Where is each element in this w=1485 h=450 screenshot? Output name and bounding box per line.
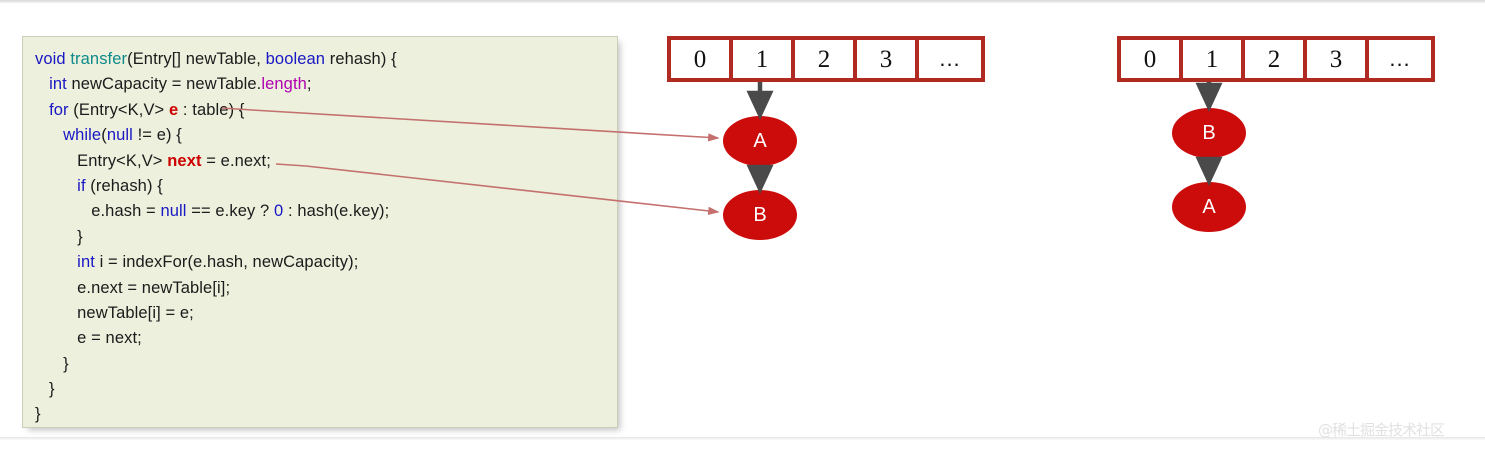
code-line: for (Entry<K,V> e : table) { <box>35 98 617 123</box>
code-token: (rehash) { <box>85 176 163 195</box>
array-cell-3: 3 <box>1307 40 1369 78</box>
code-line: } <box>35 352 617 377</box>
code-token: ( <box>101 126 107 145</box>
array-cell-1: 1 <box>1183 40 1245 78</box>
entry-node-label: A <box>1202 195 1216 218</box>
code-token: next <box>167 151 202 170</box>
watermark: @稀土掘金技术社区 <box>1318 421 1445 439</box>
code-token: ; <box>306 75 312 94</box>
code-token <box>35 177 77 195</box>
code-token: int <box>49 75 67 94</box>
code-token: rehash) { <box>325 50 397 68</box>
code-token: null <box>160 202 187 221</box>
code-token <box>35 253 77 271</box>
code-token: void <box>35 50 71 68</box>
code-token: e = next; <box>35 329 142 348</box>
page-top-rule <box>0 0 1485 3</box>
code-line: void transfer(Entry[] newTable, boolean … <box>35 47 617 72</box>
code-line: int newCapacity = newTable.length; <box>35 72 617 97</box>
entry-node-label: A <box>753 129 767 152</box>
code-token: } <box>35 354 69 373</box>
code-token: : hash(e.key); <box>283 202 390 221</box>
code-line: e = next; <box>35 326 617 351</box>
code-token: != e) { <box>132 126 182 145</box>
entry-node-label: B <box>753 203 767 226</box>
code-line: e.hash = null == e.key ? 0 : hash(e.key)… <box>35 199 617 224</box>
entry-node-a: A <box>1172 182 1246 232</box>
code-panel: void transfer(Entry[] newTable, boolean … <box>22 36 618 428</box>
code-token: while <box>63 126 102 145</box>
code-token: (Entry[] newTable, <box>127 50 266 68</box>
code-token: == e.key ? <box>186 202 274 221</box>
code-token <box>35 75 49 93</box>
code-token <box>35 126 63 144</box>
code-line: while(null != e) { <box>35 123 617 148</box>
array-cell-2: 2 <box>1245 40 1307 78</box>
entry-node-label: B <box>1202 121 1216 144</box>
code-line: int i = indexFor(e.hash, newCapacity); <box>35 250 617 275</box>
entry-node-b: B <box>1172 108 1246 158</box>
entry-node-b: B <box>723 190 797 240</box>
code-token: null <box>106 126 133 145</box>
code-line: } <box>35 225 617 250</box>
code-token: 0 <box>274 202 284 221</box>
code-token: Entry<K,V> <box>35 151 168 170</box>
code-line: e.next = newTable[i]; <box>35 276 617 301</box>
code-token <box>35 101 49 119</box>
array-cell-more: ... <box>939 46 961 71</box>
code-token: } <box>35 380 55 399</box>
code-token: } <box>35 227 83 246</box>
array-cell-1: 1 <box>733 40 795 78</box>
code-token: newCapacity = newTable. <box>66 75 262 94</box>
code-token: transfer <box>70 50 128 68</box>
code-line: } <box>35 402 617 427</box>
array-cell-2: 2 <box>795 40 857 78</box>
array-cell-3: 3 <box>857 40 919 78</box>
code-token: newTable[i] = e; <box>35 303 194 322</box>
entry-node-a: A <box>723 116 797 166</box>
array-cell-0: 0 <box>1121 40 1183 78</box>
array-cell-0: 0 <box>671 40 733 78</box>
code-line: if (rehash) { <box>35 174 617 199</box>
code-listing: void transfer(Entry[] newTable, boolean … <box>23 37 617 427</box>
code-token: for <box>49 100 69 119</box>
code-token: (Entry<K,V> <box>68 100 169 119</box>
array-cell-more: ... <box>1389 46 1411 71</box>
code-token: if <box>77 176 86 195</box>
code-token: e.hash = <box>35 202 161 221</box>
code-token: e.next = newTable[i]; <box>35 278 231 297</box>
page-bottom-rule <box>0 437 1485 440</box>
code-token: i = indexFor(e.hash, newCapacity); <box>94 253 359 272</box>
code-token: e <box>168 100 179 119</box>
code-token: boolean <box>265 50 326 68</box>
code-line: } <box>35 377 617 402</box>
code-token: length <box>261 75 307 94</box>
code-token: } <box>35 405 41 424</box>
code-line: newTable[i] = e; <box>35 301 617 326</box>
code-line: Entry<K,V> next = e.next; <box>35 149 617 174</box>
code-token: int <box>77 253 95 272</box>
code-token: : table) { <box>178 100 245 119</box>
code-token: = e.next; <box>201 151 271 170</box>
